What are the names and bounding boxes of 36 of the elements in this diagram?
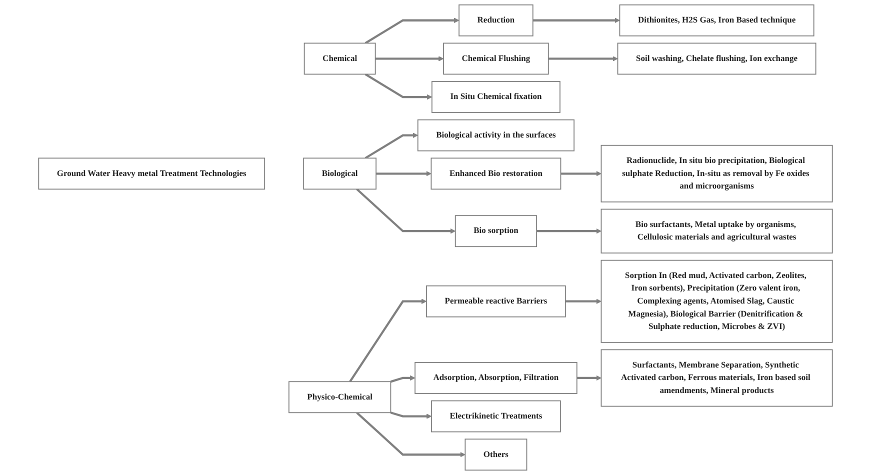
node-box: Bio sorption (454, 215, 538, 248)
arrow (364, 73, 432, 100)
arrow (548, 56, 618, 62)
arrow (375, 56, 444, 62)
node-box: Enhanced Bio restoration (430, 158, 562, 190)
arrow (576, 375, 602, 381)
node-box: Biological (303, 158, 376, 190)
arrow (565, 298, 602, 304)
arrow (376, 170, 432, 176)
node-box: Dithionites, H2S Gas, Iron Based technique (619, 4, 814, 36)
node-box: Chemical (304, 42, 376, 75)
node-box: Biological activity in the surfaces (417, 119, 574, 152)
arrow (349, 298, 427, 382)
node-box: Ground Water Heavy metal Treatment Technologies (38, 158, 266, 190)
arrow (364, 18, 460, 44)
arrow (532, 18, 620, 24)
node-box: Radionuclide, In situ bio precipitation, Biological sulphate Reduction, In-situ as removal by Fe oxides and microorganisms (600, 144, 833, 202)
arrow (560, 170, 602, 176)
node-box: Adsorption, Absorption, Filtration (414, 362, 578, 394)
arrow (356, 412, 466, 458)
node-box: Surfactants, Membrane Separation, Synthetic Activated carbon, Ferrous materials, Iron based soil amendments, Mineral products (600, 349, 833, 407)
node-box: Sorption In (Red mud, Activated carbon, Zeolites, Iron sorbents), Precipitation (Zero valent iron, Complexing agents, Atomised Slag, Caustic Magnesia), Biological Barrier (Denitrification & Sulphate reduction, Microbes & ZVI) (600, 260, 833, 343)
node-box: Bio surfactants, Metal uptake by organisms, Cellulosic materials and agricultural wastes (600, 208, 833, 254)
arrow (356, 188, 456, 234)
arrow (390, 412, 432, 419)
node-box: Permeable reactive Barriers (426, 285, 566, 318)
arrow (536, 228, 602, 234)
node-box: Physico-Chemical (288, 381, 392, 414)
node-box: Chemical Flushing (443, 42, 549, 75)
node-box: In Situ Chemical fixation (432, 81, 560, 113)
arrow (390, 375, 416, 383)
node-box: Electrikinetic Treatments (431, 400, 561, 432)
node-box: Others (464, 438, 528, 471)
node-box: Soil washing, Chelate flushing, Ion exchange (617, 42, 816, 75)
arrow (364, 132, 418, 160)
node-box: Reduction (458, 4, 534, 36)
